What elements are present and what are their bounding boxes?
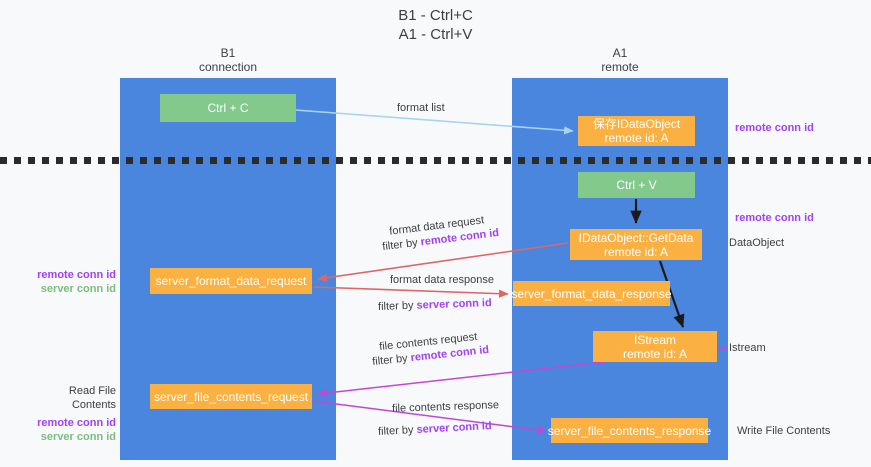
node-server-format-data-request-label: server_format_data_request: [155, 274, 307, 288]
node-ctrl-v-label: Ctrl + V: [616, 178, 657, 192]
edge-format-data-response: [312, 286, 509, 298]
lane-header-a1-name: A1: [612, 46, 628, 60]
phase-divider: [0, 157, 871, 164]
node-idataobject-getdata-label: IDataObject::GetData: [578, 230, 694, 245]
annotation-dataobject: DataObject: [729, 237, 785, 249]
edge-label-format-list: format list: [397, 102, 445, 114]
node-server-format-data-response[interactable]: server_format_data_response: [511, 281, 672, 306]
annotation-remote-conn-id-left-bottom: remote conn id: [37, 417, 116, 429]
lane-header-a1: A1 remote: [512, 46, 728, 74]
annotation-conn-id-pair-top: remote conn id server conn id: [24, 268, 116, 296]
node-idataobject-getdata[interactable]: IDataObject::GetData remote id: A: [570, 229, 702, 260]
edge-label-file-contents-response-filter: filter by server conn id: [378, 419, 492, 439]
node-ctrl-c[interactable]: Ctrl + C: [160, 94, 296, 122]
node-server-file-contents-response-label: server_file_contents_response: [547, 423, 712, 438]
edge-label-file-contents-request-filter-prefix: filter by: [371, 352, 412, 369]
node-ctrl-c-label: Ctrl + C: [207, 101, 249, 115]
node-save-idataobject[interactable]: 保存IDataObject remote id: A: [578, 116, 695, 146]
edge-label-format-data-response-filter-prefix: filter by: [377, 299, 417, 313]
edge-label-file-contents-response-filter-prefix: filter by: [377, 423, 417, 438]
node-server-file-contents-request-label: server_file_contents_request: [153, 389, 309, 404]
edge-label-format-data-response-filter-key: server conn id: [416, 297, 492, 312]
node-istream[interactable]: IStream remote id: A: [593, 331, 717, 362]
node-idataobject-getdata-remote-id: remote id: A: [603, 244, 669, 259]
page-title-line-1: B1 - Ctrl+C: [398, 7, 473, 24]
annotation-remote-conn-id-mid: remote conn id: [735, 212, 814, 224]
edge-label-format-data-response-filter: filter by server conn id: [378, 296, 492, 314]
annotation-server-conn-id-left-bottom: server conn id: [40, 431, 116, 443]
node-save-idataobject-remote-id: remote id: A: [604, 131, 669, 145]
edge-label-file-contents-response-filter-key: server conn id: [416, 420, 492, 436]
annotation-write-file-contents: Write File Contents: [737, 425, 831, 437]
edge-label-format-data-request-filter-prefix: filter by: [381, 236, 422, 254]
annotation-read-file-contents-group: Read File Contents remote conn id server…: [22, 384, 116, 444]
annotation-server-conn-id-left-top: server conn id: [40, 283, 116, 295]
node-ctrl-v[interactable]: Ctrl + V: [578, 172, 695, 198]
annotation-read-file-contents: Read File Contents: [68, 385, 116, 411]
edge-label-format-data-response: format data response: [390, 274, 494, 286]
page-title-line-2: A1 - Ctrl+V: [398, 26, 473, 43]
node-server-format-data-response-label: server_format_data_response: [511, 286, 672, 301]
node-server-file-contents-request[interactable]: server_file_contents_request: [150, 384, 312, 409]
lane-header-a1-role: remote: [601, 60, 639, 74]
node-save-idataobject-label: 保存IDataObject: [592, 117, 681, 131]
lane-header-b1-name: B1: [220, 46, 236, 60]
node-istream-label: IStream: [633, 332, 676, 347]
lane-header-b1-role: connection: [198, 60, 258, 74]
annotation-istream: Istream: [729, 342, 766, 354]
node-server-format-data-request[interactable]: server_format_data_request: [150, 268, 312, 294]
page-title: B1 - Ctrl+C A1 - Ctrl+V: [0, 6, 871, 44]
edge-label-file-contents-response: file contents response: [391, 399, 500, 415]
annotation-remote-conn-id-top: remote conn id: [735, 122, 814, 134]
annotation-remote-conn-id-left-top: remote conn id: [37, 269, 116, 281]
node-server-file-contents-response[interactable]: server_file_contents_response: [547, 418, 712, 443]
node-istream-remote-id: remote id: A: [622, 346, 688, 361]
lane-header-b1: B1 connection: [120, 46, 336, 74]
